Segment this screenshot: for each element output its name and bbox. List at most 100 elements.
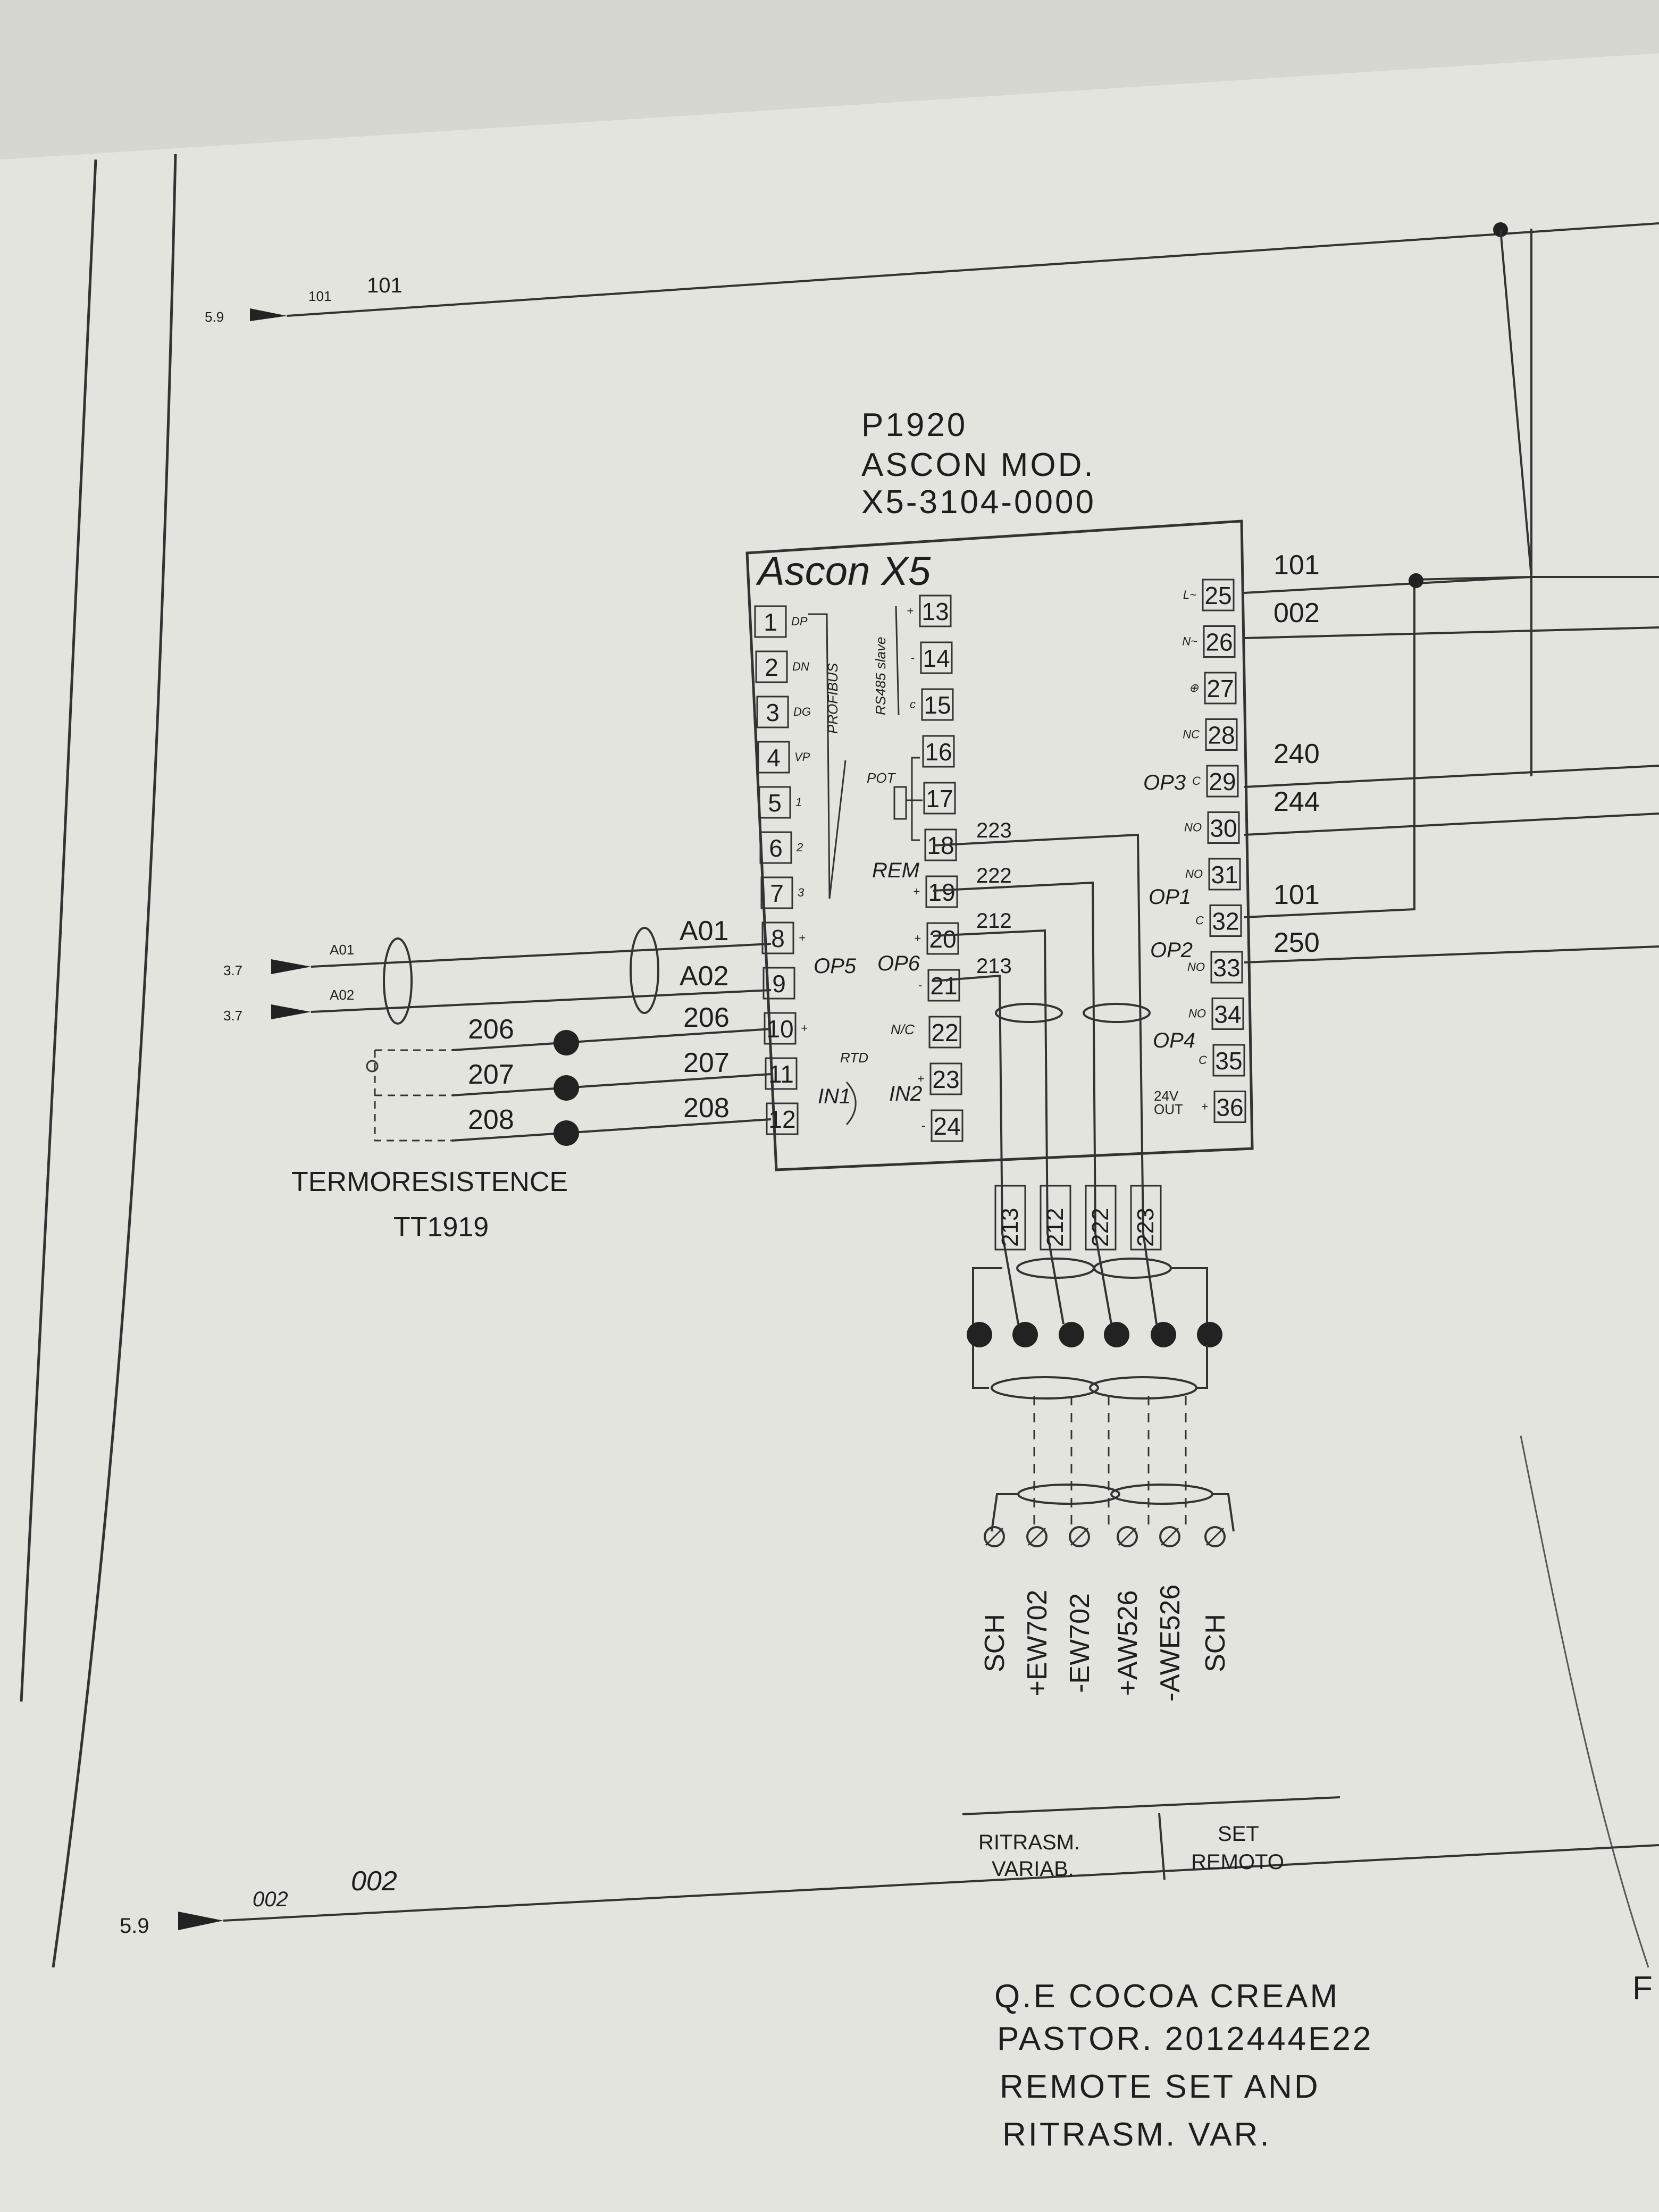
- left-terminal-4: 4 VP: [757, 741, 810, 774]
- right-terminal-number: 26: [1205, 629, 1233, 656]
- pot-label: POT: [867, 770, 896, 786]
- rtd-terminal-dot: [554, 1075, 579, 1101]
- right-wire-label: 240: [1273, 739, 1320, 769]
- rtd-wire-left-label: 207: [468, 1059, 514, 1090]
- mid-wire-label: 213: [976, 954, 1012, 978]
- screen-wire-right: [1170, 1267, 1208, 1324]
- top-bus-small-label: 101: [308, 288, 331, 304]
- screen-wire-left: [972, 1267, 1002, 1324]
- left-terminal-tag: VP: [794, 750, 810, 764]
- right-terminal-tag: NO: [1185, 867, 1203, 881]
- bottom-bus-small-label: 002: [253, 1888, 288, 1911]
- op3-label: OP3: [1143, 771, 1186, 794]
- supply-wiring: [1244, 229, 1659, 963]
- wire-marker-box: [1130, 1185, 1162, 1251]
- right-wire-label: 250: [1273, 927, 1320, 958]
- title-line3: REMOTE SET AND: [1000, 2068, 1320, 2105]
- op2-label: OP2: [1150, 939, 1193, 962]
- op5-label: OP5: [814, 954, 857, 978]
- bottom-bus: 5.9 002 002: [120, 1844, 1659, 1938]
- field-terminal: +AW526: [1112, 1526, 1143, 1696]
- right-terminal-28: 28 NC: [1183, 718, 1238, 751]
- op6-label: OP6: [877, 952, 920, 975]
- right-wire-label: 101: [1273, 879, 1320, 910]
- left-terminal-tag: 1: [795, 795, 802, 809]
- title-line1: Q.E COCOA CREAM: [994, 1978, 1339, 2015]
- right-terminal-number: 34: [1214, 1001, 1241, 1028]
- right-terminal-26: 26N~: [1182, 625, 1236, 658]
- mid-terminal-number: 14: [923, 644, 950, 672]
- field-dashed-wires: [1033, 1396, 1187, 1531]
- left-terminal-tag: DG: [793, 705, 811, 718]
- mid-terminal-tag: -: [918, 978, 922, 992]
- screw-terminal-icon: [1069, 1526, 1090, 1547]
- right-terminal-number: 33: [1213, 954, 1240, 982]
- device-model-line2: X5-3104-0000: [861, 484, 1096, 521]
- field-terminal-label: SCH: [1200, 1614, 1231, 1672]
- device-tag: P1920: [861, 407, 967, 443]
- right-terminal-number: 28: [1208, 722, 1235, 749]
- right-terminal-tag: C: [1199, 1053, 1207, 1067]
- vertical-wire-label: 212: [1042, 1208, 1068, 1247]
- controller-box: [745, 520, 1254, 1171]
- right-terminal-29: 29C: [1192, 765, 1239, 798]
- junction-dot-op1: [1409, 573, 1423, 588]
- field-terminal: SCH: [1200, 1526, 1231, 1672]
- mid-terminal-number: 23: [932, 1066, 959, 1093]
- analog-cable-shield-right: [630, 927, 659, 1014]
- analog-input-ref: 3.7: [223, 1008, 242, 1024]
- rtd-sensor-symbol: [366, 1049, 452, 1142]
- right-terminal-tag: L~: [1183, 588, 1196, 601]
- left-terminal-number: 7: [770, 879, 784, 907]
- device-brand: Ascon X5: [756, 549, 931, 594]
- left-terminal-tag: +: [799, 931, 806, 944]
- title-line2: PASTOR. 2012444E22: [997, 2021, 1373, 2057]
- mid-terminal-17: 17: [923, 782, 956, 815]
- right-terminal-tag: +: [1201, 1100, 1208, 1113]
- mid-terminal-23: 23 +: [917, 1062, 962, 1095]
- bottom-bus-ref: 5.9: [120, 1914, 149, 1938]
- field-terminal-label: -AWE526: [1155, 1585, 1186, 1702]
- rs485-label: RS485 slave: [873, 637, 889, 715]
- left-terminal-tag: DP: [791, 615, 808, 628]
- screw-terminal-icon: [1204, 1526, 1226, 1547]
- mid-wire-label: 212: [976, 909, 1012, 933]
- field-cable: [972, 1345, 1235, 1532]
- mid-terminal-number: 20: [929, 925, 956, 953]
- right-paper-edge: [1520, 1435, 1649, 1968]
- left-terminal-number: 5: [768, 789, 782, 817]
- rem-label: REM: [872, 859, 920, 882]
- device-model-line1: ASCON MOD.: [861, 447, 1095, 483]
- vertical-wire-label: 222: [1087, 1208, 1113, 1247]
- top-bus-label: 101: [367, 274, 403, 297]
- terminal-dot: [967, 1322, 992, 1347]
- vertical-wire-label: 223: [1133, 1208, 1159, 1247]
- right-wire-label: 002: [1273, 598, 1320, 629]
- out24-label-top: 24V: [1154, 1088, 1179, 1104]
- mid-terminal-tag: +: [917, 1072, 924, 1085]
- pot-wiper-line: [906, 757, 923, 841]
- left-terminal-number: 4: [767, 744, 781, 772]
- analog-cable-small-label: A02: [330, 987, 354, 1003]
- field-terminal: +EW702: [1022, 1526, 1053, 1696]
- right-terminal-number: 29: [1209, 768, 1236, 795]
- legend-top-line: [962, 1796, 1340, 1815]
- terminal-dot: [1012, 1322, 1038, 1347]
- title-line4: RITRASM. VAR.: [1002, 2116, 1271, 2153]
- rtd-label: RTD: [840, 1050, 868, 1066]
- rtd-wire-left-label: 208: [468, 1104, 514, 1135]
- analog-input-ref: 3.7: [223, 962, 242, 978]
- right-terminal-tag: NC: [1183, 728, 1200, 741]
- right-terminal-strip: 25L~26N~27⊕28NC29C30NO31NO32C33NO34NO35C…: [1182, 579, 1246, 1123]
